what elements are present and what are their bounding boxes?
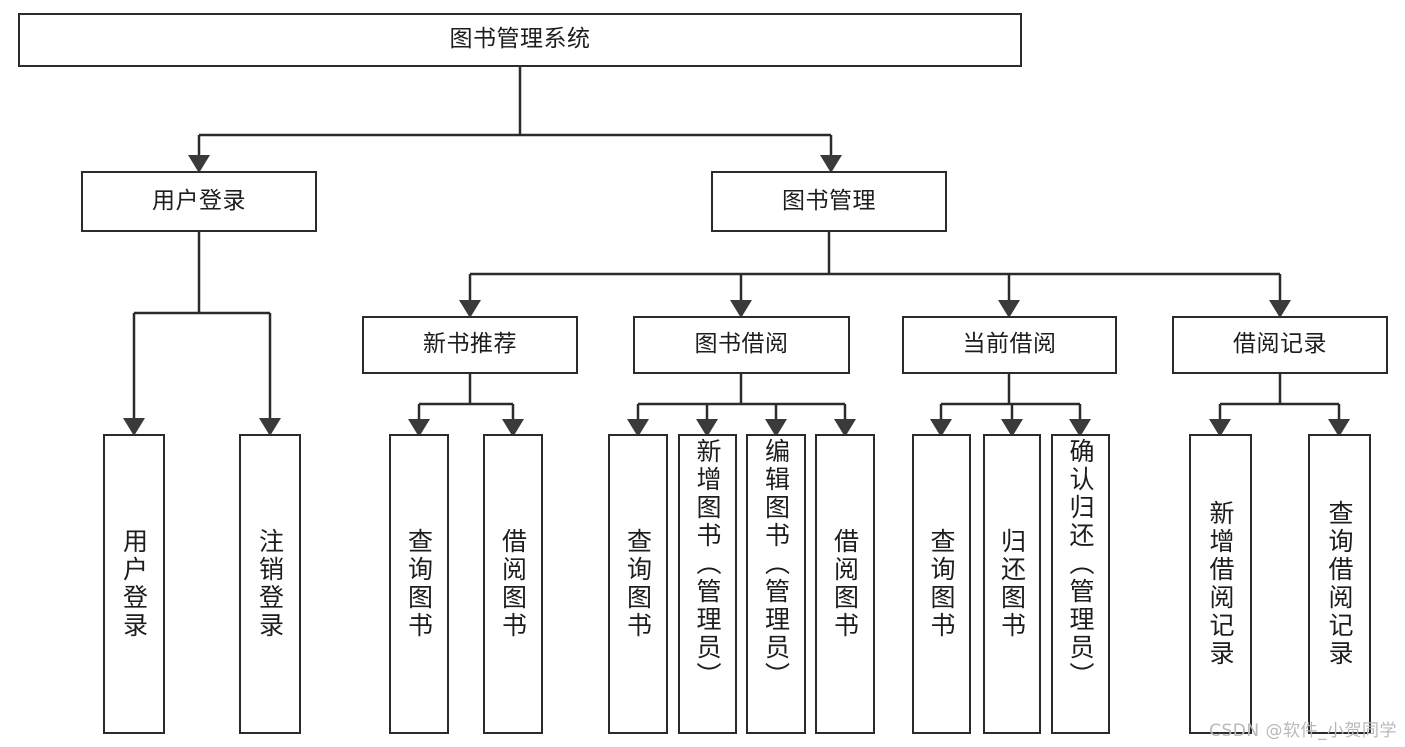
node-book-management[interactable]: 图书管理 [711,171,947,232]
leaf-node[interactable]: 借阅图书 [483,434,543,734]
leaf-node[interactable]: 查询图书 [608,434,668,734]
watermark-text: CSDN @软件_小贺同学 [1209,721,1397,741]
leaf-node[interactable]: 归还图书 [983,434,1041,734]
node-root-system[interactable]: 图书管理系统 [18,13,1022,67]
node-root-label: 图书管理系统 [449,26,591,53]
leaf-node[interactable]: 用户登录 [103,434,165,734]
node-new-book-recommend-label: 新书推荐 [423,331,517,358]
leaf-label: 查询借阅记录 [1325,500,1354,668]
leaf-node[interactable]: 新增图书（管理员） [678,434,737,734]
leaf-label: 借阅图书 [830,528,860,640]
node-user-login[interactable]: 用户登录 [81,171,317,232]
leaf-node[interactable]: 查询借阅记录 [1308,434,1371,734]
leaf-label: 确认归还（管理员） [1066,438,1095,690]
leaf-label: 用户登录 [119,528,149,640]
node-current-borrow[interactable]: 当前借阅 [902,316,1117,374]
leaf-node[interactable]: 新增借阅记录 [1189,434,1252,734]
leaf-label: 新增借阅记录 [1206,500,1235,668]
leaf-node[interactable]: 确认归还（管理员） [1051,434,1110,734]
leaf-label: 编辑图书（管理员） [761,438,791,690]
leaf-label: 新增图书（管理员） [693,438,722,690]
leaf-node[interactable]: 编辑图书（管理员） [746,434,806,734]
node-book-borrow-label: 图书借阅 [694,331,789,358]
leaf-node[interactable]: 借阅图书 [815,434,875,734]
node-new-book-recommend[interactable]: 新书推荐 [362,316,578,374]
leaf-label: 注销登录 [255,528,285,640]
leaf-label: 查询图书 [404,528,434,640]
node-book-borrow[interactable]: 图书借阅 [633,316,850,374]
node-current-borrow-label: 当前借阅 [962,331,1057,358]
node-book-management-label: 图书管理 [782,187,876,214]
node-user-login-label: 用户登录 [152,187,246,214]
node-borrow-records[interactable]: 借阅记录 [1172,316,1388,374]
leaf-label: 查询图书 [927,528,956,640]
leaf-node[interactable]: 注销登录 [239,434,301,734]
leaf-label: 查询图书 [623,528,653,640]
leaf-label: 借阅图书 [498,528,528,640]
node-borrow-records-label: 借阅记录 [1233,331,1327,358]
leaf-label: 归还图书 [997,528,1027,640]
leaf-node[interactable]: 查询图书 [912,434,971,734]
leaf-node[interactable]: 查询图书 [389,434,449,734]
